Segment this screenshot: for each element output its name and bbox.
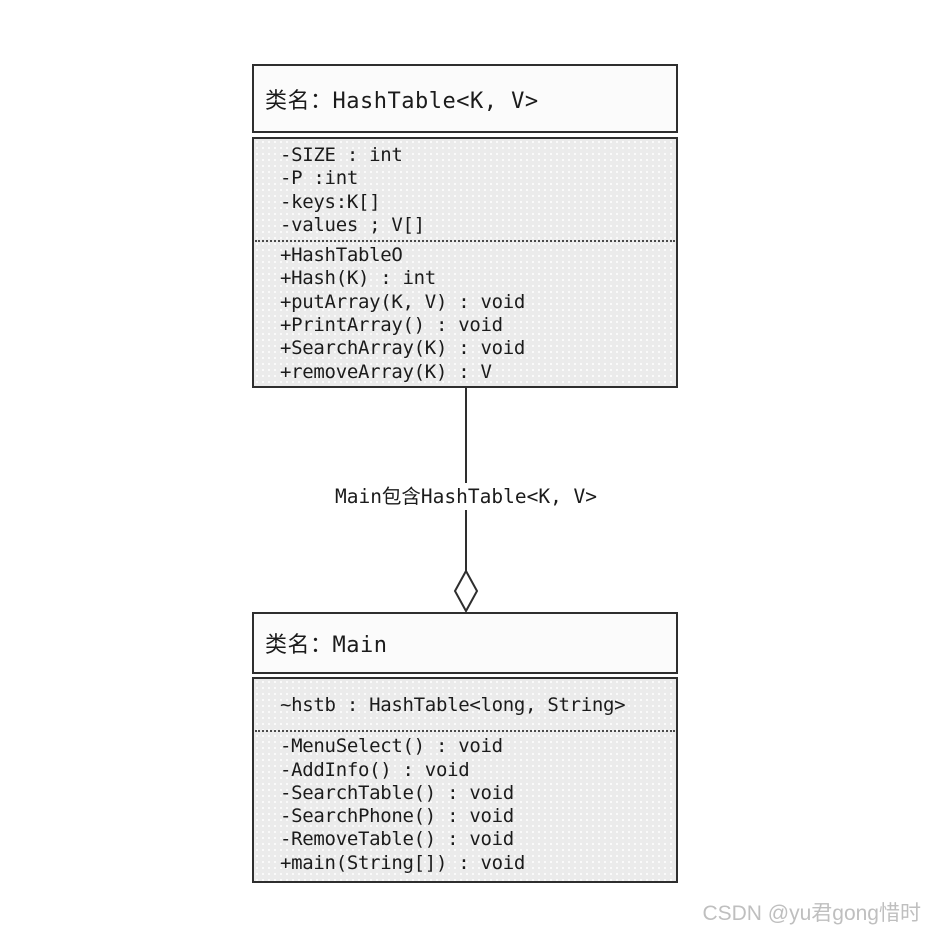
member-line: +putArray(K, V) : void <box>280 290 526 313</box>
hashtable-methods-section: +HashTableO+Hash(K) : int+putArray(K, V)… <box>254 242 676 392</box>
member-line: ~hstb : HashTable<long, String> <box>280 694 626 716</box>
hashtable-attributes-section: -SIZE : int-P :int-keys:K[]-values ; V[] <box>254 139 676 240</box>
aggregation-line <box>465 388 467 575</box>
compartment-separator <box>255 240 675 243</box>
class-body-hashtable: -SIZE : int-P :int-keys:K[]-values ; V[]… <box>252 137 678 388</box>
class-title-hashtable: 类名：HashTable<K, V> <box>252 64 678 133</box>
main-attributes-section: ~hstb : HashTable<long, String> <box>254 679 676 730</box>
member-line: +Hash(K) : int <box>280 267 436 290</box>
member-line: -SIZE : int <box>280 144 403 166</box>
member-line: +removeArray(K) : V <box>280 360 492 383</box>
member-line: -SearchTable() : void <box>280 781 514 804</box>
member-line: -SearchPhone() : void <box>280 805 514 828</box>
aggregation-label: Main包含HashTable<K, V> <box>332 483 600 510</box>
open-diamond-icon <box>451 568 481 614</box>
csdn-watermark: CSDN @yu君gong惜时 <box>702 902 921 925</box>
member-line: +SearchArray(K) : void <box>280 337 526 360</box>
member-line: +HashTableO <box>280 244 403 267</box>
member-line: -AddInfo() : void <box>280 758 470 781</box>
member-line: -MenuSelect() : void <box>280 735 503 758</box>
member-line: -values ; V[] <box>280 213 425 236</box>
member-line: -keys:K[] <box>280 190 381 213</box>
class-title-main: 类名：Main <box>252 612 678 674</box>
member-line: -RemoveTable() : void <box>280 828 514 851</box>
member-line: +main(String[]) : void <box>280 851 526 874</box>
main-methods-section: -MenuSelect() : void-AddInfo() : void-Se… <box>254 732 676 885</box>
compartment-separator <box>255 730 675 733</box>
class-body-main: ~hstb : HashTable<long, String> -MenuSel… <box>252 677 678 883</box>
member-line: +PrintArray() : void <box>280 314 503 337</box>
member-line: -P :int <box>280 167 358 190</box>
